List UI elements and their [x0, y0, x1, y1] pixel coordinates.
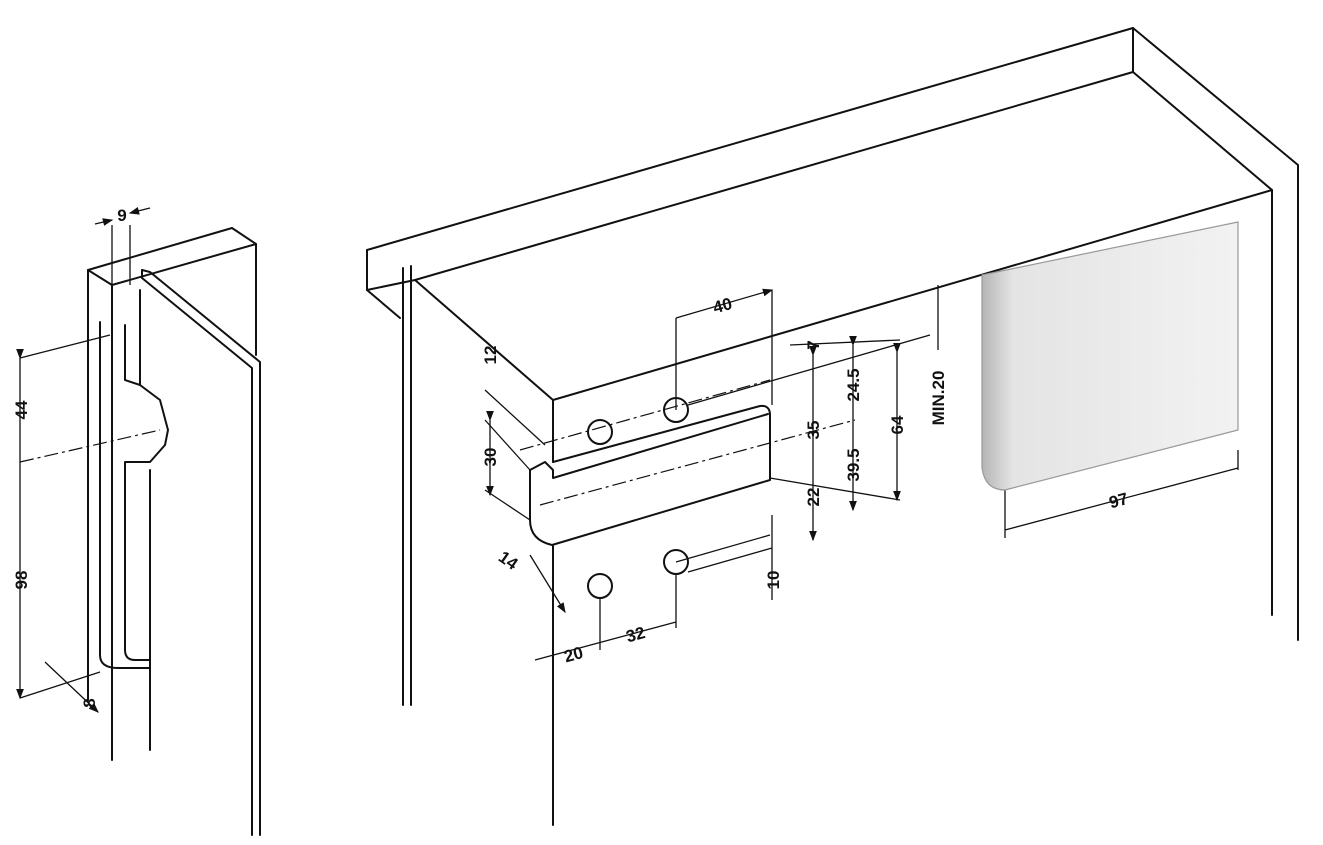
- dim-30: 30: [481, 448, 500, 467]
- dim-10: 10: [764, 571, 783, 590]
- side-view: [16, 207, 261, 836]
- dim-20: 20: [562, 643, 585, 666]
- dim-radius: 8: [80, 698, 99, 707]
- dim-64: 64: [888, 415, 907, 434]
- dim-24-5: 24.5: [844, 368, 863, 401]
- dim-14: 14: [495, 547, 522, 574]
- dim-39-5: 39.5: [844, 448, 863, 481]
- dim-cover-width: 97: [1107, 489, 1130, 512]
- dim-lower: 98: [12, 571, 31, 590]
- dim-width: 9: [117, 206, 126, 225]
- dim-7: 7: [804, 340, 823, 349]
- dim-hole-spacing-top: 40: [711, 294, 734, 317]
- main-view: [366, 27, 1299, 826]
- dim-35: 35: [804, 421, 823, 440]
- dim-22: 22: [804, 488, 823, 507]
- cover-plate: [981, 221, 1239, 491]
- dim-32: 32: [624, 623, 647, 646]
- dim-min-20: MIN.20: [929, 371, 948, 426]
- dim-upper: 44: [12, 400, 31, 419]
- dim-edge-12: 12: [481, 346, 500, 365]
